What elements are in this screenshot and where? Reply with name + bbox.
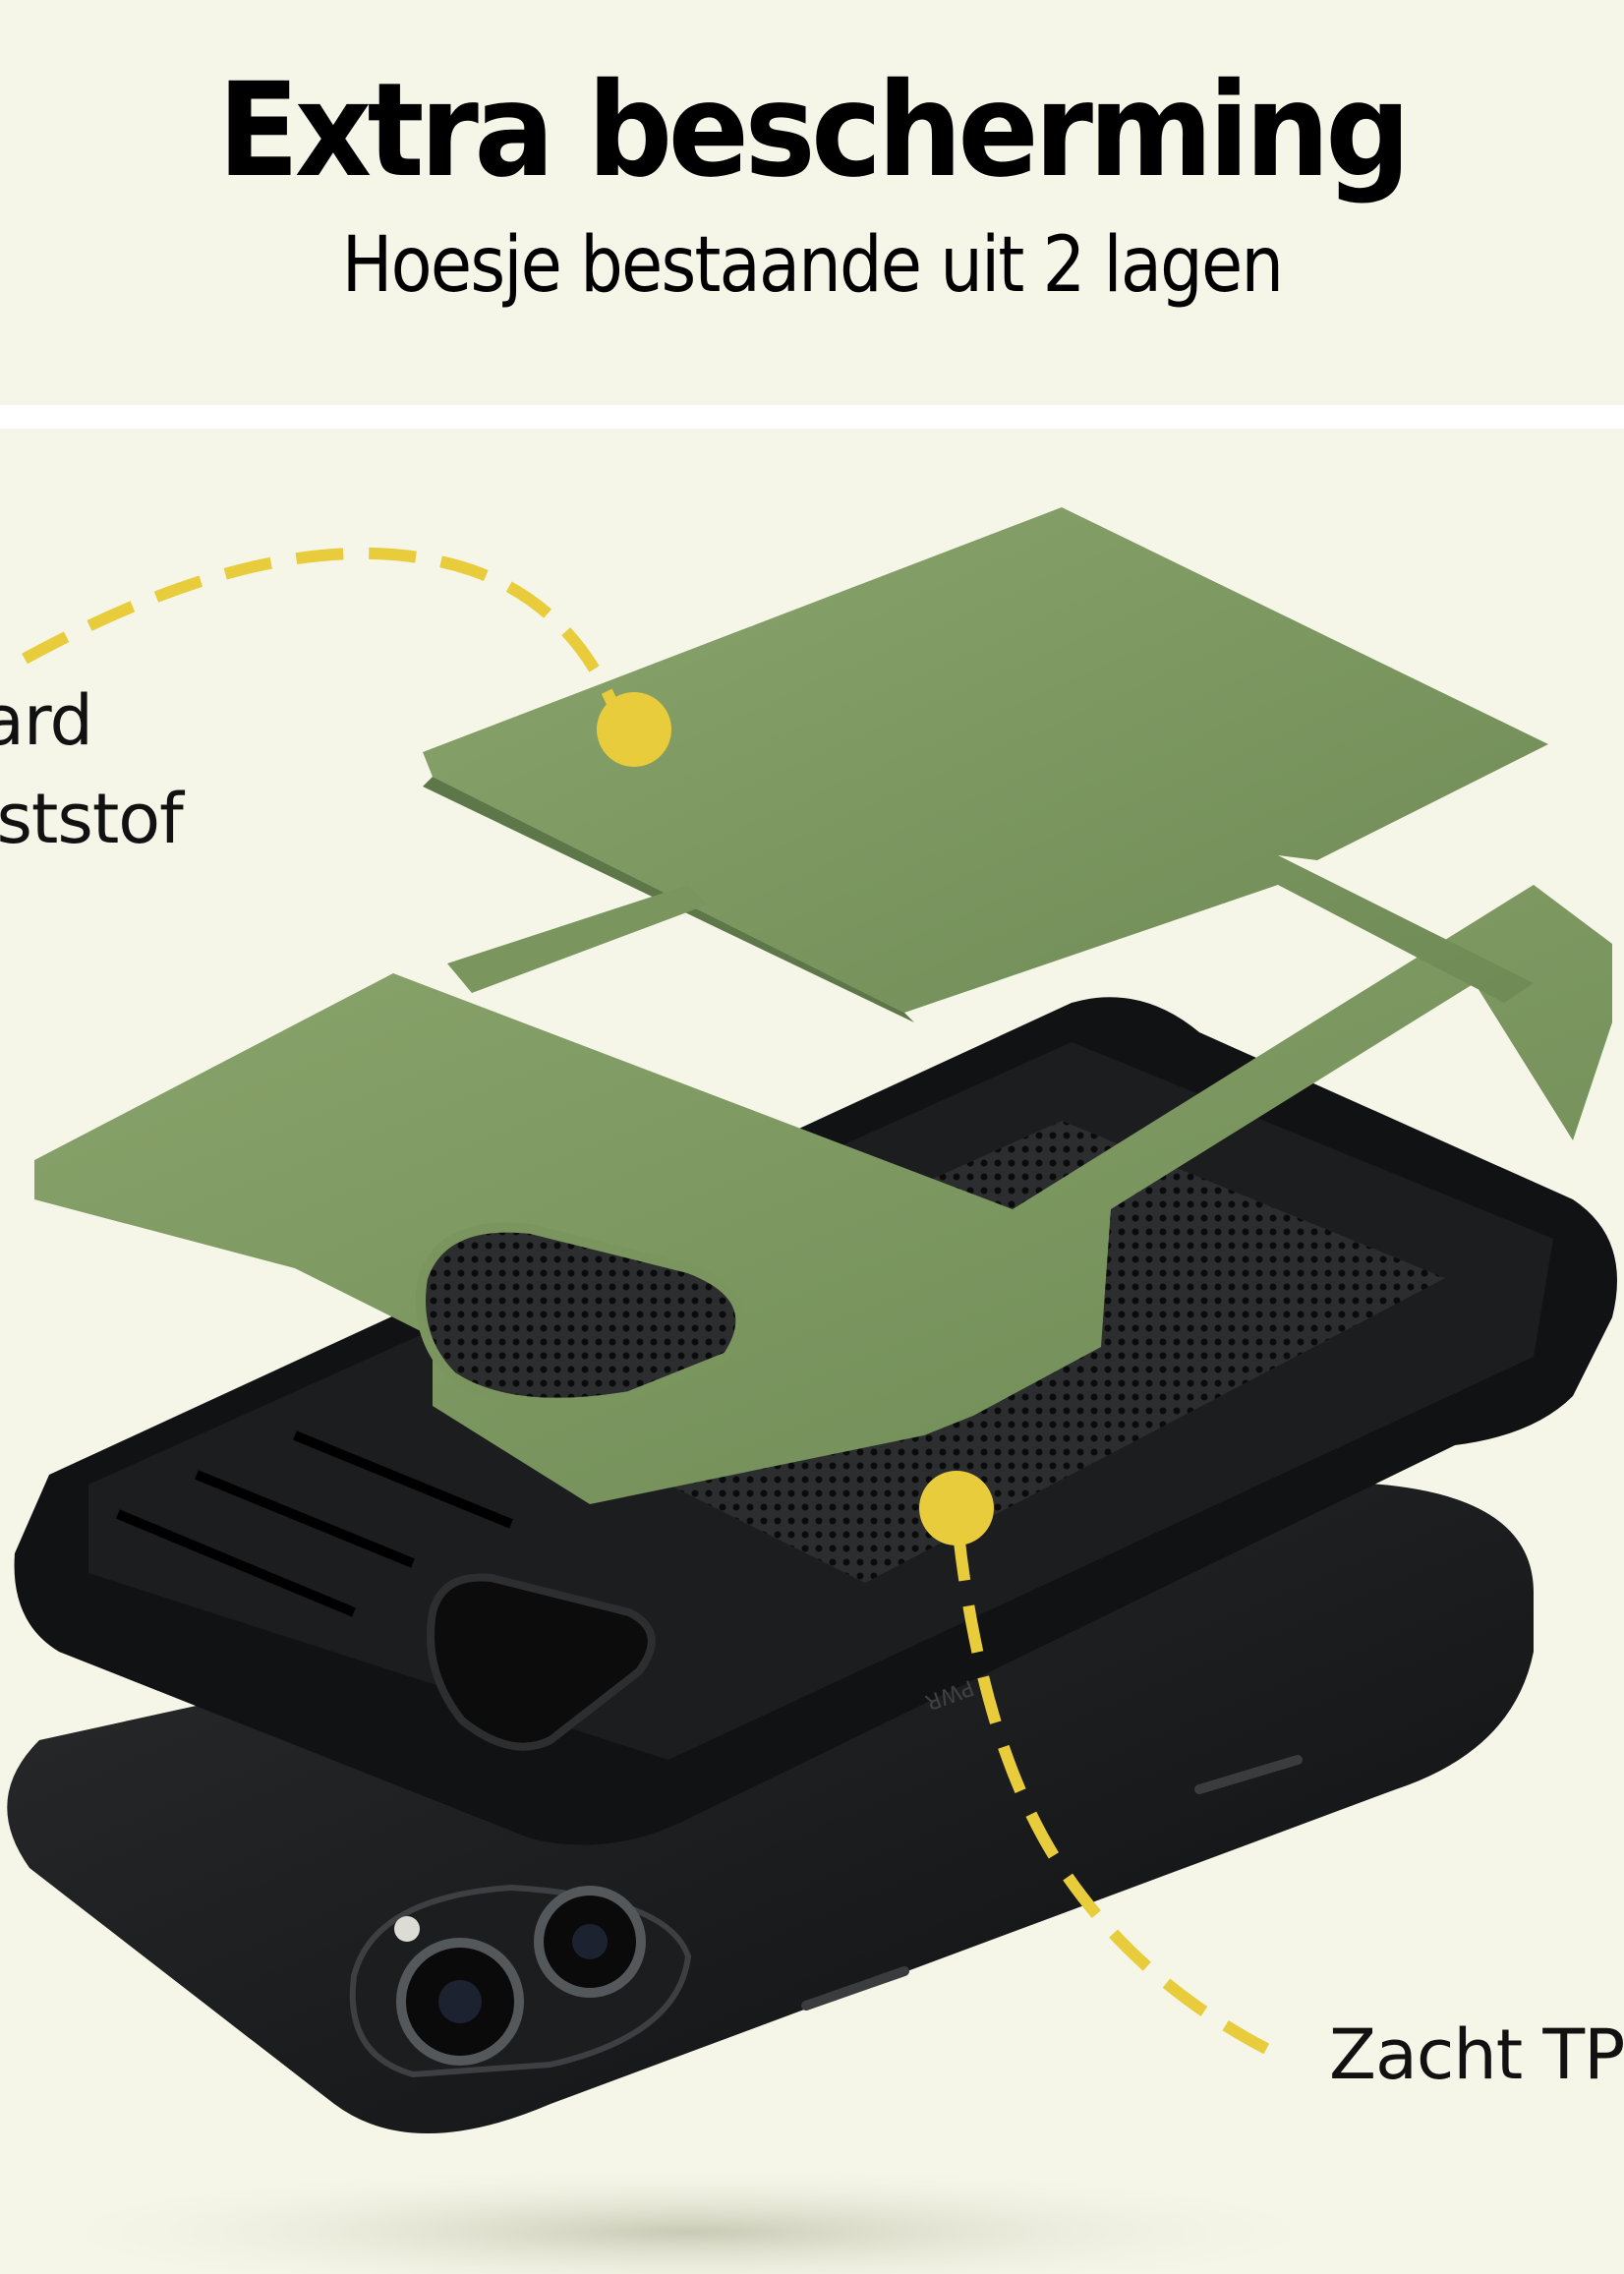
- camera-module: [349, 1884, 692, 2078]
- callout-hard-shell: [22, 547, 671, 767]
- page-subtitle: Hoesje bestaande uit 2 lagen: [341, 221, 1284, 310]
- callout-tpu: [919, 1471, 1281, 2061]
- divider-band: [0, 405, 1624, 429]
- callout-label-hard-line1: ard: [0, 680, 93, 761]
- header-banner: Extra bescherming Hoesje bestaande uit 2…: [0, 0, 1624, 405]
- floor-shadow: [0, 2163, 1376, 2274]
- callout-dot-lower: [919, 1471, 994, 1545]
- callout-label-hard-line2: tststof: [0, 779, 184, 859]
- hard-shell-upper: [423, 507, 1548, 1022]
- hard-shell-lower: [34, 885, 1612, 1504]
- page-title: Extra bescherming: [217, 55, 1411, 206]
- callout-label-soft: Zacht TP: [1329, 2014, 1624, 2095]
- callout-dot-upper: [597, 692, 671, 767]
- phone: [7, 1482, 1535, 2133]
- product-illustration: PWR: [0, 507, 1618, 2274]
